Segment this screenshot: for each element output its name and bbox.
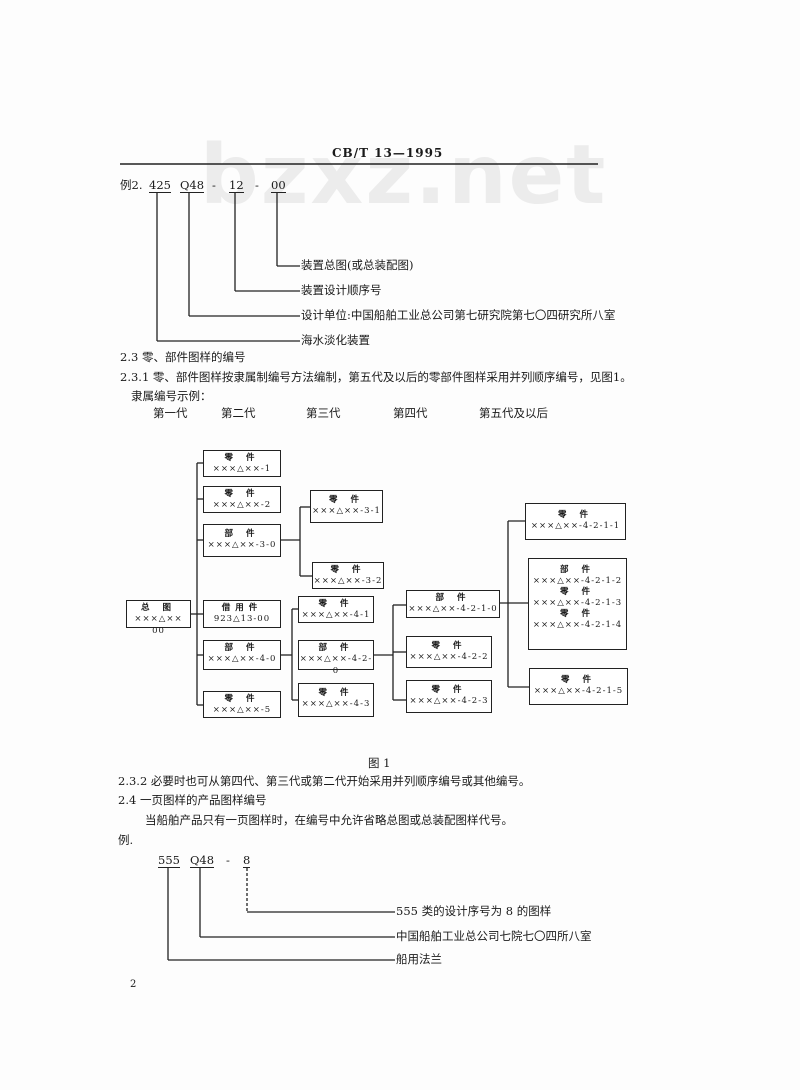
example-label: 例2. [120,178,143,192]
example-intro: 隶属编号示例： [131,389,212,403]
node-code: ×××△××-4-0 [207,654,277,665]
tree-node: 零 件×××△××-3-1 [310,490,383,523]
code-part: 00 [271,178,286,193]
code-sep: - [212,178,216,192]
node-title: 零 件 [224,453,260,463]
node-code: ×××△×× 00 [134,614,183,636]
node-title: 零 件 [329,495,364,505]
node-code: ×××△××-4-2-1-2 [532,576,623,587]
node-title: 零 件 [318,688,354,698]
code-label: 中国船舶工业总公司七院七〇四所八室 [396,929,592,943]
node-title: 借用件 [221,603,263,613]
node-code: ×××△××-4-2-1-5 [533,686,624,697]
node-code: ×××△××-3-2 [313,576,383,587]
node-title: 部 件 [318,643,354,653]
generation-label: 第五代及以后 [479,406,548,420]
code-sep: - [255,178,259,192]
code-part: 555 [158,853,180,868]
section-2-3-1: 2.3.1 零、部件图样按隶属制编号方法编制，第五代及以后的零部件图样采用并列顺… [120,370,632,384]
node-title: 零 件 [560,587,595,598]
tree-node: 零 件×××△××-4-1 [298,596,374,623]
node-code: ×××△××-4-2-3 [409,696,489,707]
node-title: 零 件 [224,489,260,499]
section-2-4-text: 当船舶产品只有一页图样时，在编号中允许省略总图或总装配图样代号。 [145,813,513,827]
section-2-3-2: 2.3.2 必要时也可从第四代、第三代或第二代开始采用并列顺序编号或其他编号。 [118,774,531,788]
node-code: ×××△××-4-2-0 [299,654,373,676]
node-title: 部 件 [224,643,260,653]
code-label: 海水淡化装置 [301,333,370,347]
node-title: 零 件 [560,609,595,620]
tree-node: 零 件×××△××-4-2-1-5 [529,668,628,705]
generation-label: 第三代 [306,406,341,420]
page-number: 2 [130,979,137,990]
code-part: 8 [243,853,251,868]
tree-node: 部 件×××△××-4-2-0 [298,640,374,676]
node-code: ×××△××-4-2-1-4 [532,620,623,631]
node-title: 零 件 [558,510,593,520]
node-code: ×××△××-4-2-1-1 [530,521,621,532]
section-2-3: 2.3 零、部件图样的编号 [120,350,246,364]
tree-node: 零 件×××△××-4-3 [298,683,374,717]
tree-node-root: 总 图×××△×× 00 [126,600,191,636]
tree-node: 零 件×××△××-4-2-1-1 [525,503,626,540]
node-code: ×××△××-3-1 [312,506,381,517]
node-code: ×××△××-2 [212,500,272,511]
tree-node: 部 件×××△××-3-0 [203,524,281,557]
code-part: Q48 [190,853,215,868]
node-code: ×××△××-4-3 [301,699,371,710]
node-code: ×××△××-4-1 [301,610,371,621]
node-title: 零 件 [431,641,467,651]
node-title: 零 件 [561,675,596,685]
code-label: 船用法兰 [396,952,442,966]
code-sep: - [226,853,230,867]
page-header: CB/T 13—1995 [332,146,444,160]
example-label: 例. [118,833,134,847]
node-title: 零 件 [318,599,354,609]
code-part: 12 [229,178,244,193]
node-title: 零 件 [431,685,467,695]
generation-label: 第一代 [153,406,188,420]
tree-node-group: 部 件×××△××-4-2-1-2 零 件×××△××-4-2-1-3 零 件×… [528,558,627,650]
code-part: 425 [149,178,171,193]
node-code: ×××△××-5 [212,705,272,716]
node-title: 总 图 [141,603,176,613]
node-code: ×××△××-4-2-2 [409,652,489,663]
node-code: ×××△××-4-2-1-0 [408,604,498,615]
generation-label: 第四代 [393,406,428,420]
node-title: 零 件 [330,565,366,575]
figure-caption: 图 1 [368,756,391,770]
watermark: bzxz.net [200,128,608,223]
node-code: ×××△××-3-0 [207,540,277,551]
node-code: ×××△××-4-2-1-3 [532,598,623,609]
code-label: 装置设计顺序号 [301,283,382,297]
tree-node: 零 件×××△××-1 [203,450,281,477]
code-label: 装置总图(或总装配图) [301,258,414,272]
tree-node: 零 件×××△××-2 [203,486,281,513]
tree-node: 部 件×××△××-4-0 [203,640,281,670]
tree-node: 零 件×××△××-5 [203,691,281,718]
node-title: 部 件 [224,529,260,539]
tree-node: 零 件×××△××-4-2-2 [406,636,492,668]
code-label: 设计单位:中国船舶工业总公司第七研究院第七〇四研究所八室 [301,308,616,322]
section-2-4: 2.4 一页图样的产品图样编号 [118,793,267,807]
tree-node: 零 件×××△××-3-2 [312,562,384,589]
node-title: 部 件 [435,593,471,603]
node-code: 923△13-00 [213,614,271,625]
node-title: 部 件 [560,565,595,575]
node-code: ×××△××-1 [212,464,272,475]
generation-label: 第二代 [221,406,256,420]
tree-node: 零 件×××△××-4-2-3 [406,680,492,713]
node-title: 零 件 [224,694,260,704]
code-part: Q48 [180,178,205,193]
code-label: 555 类的设计序号为 8 的图样 [396,904,552,918]
tree-node: 部 件×××△××-4-2-1-0 [406,590,500,618]
